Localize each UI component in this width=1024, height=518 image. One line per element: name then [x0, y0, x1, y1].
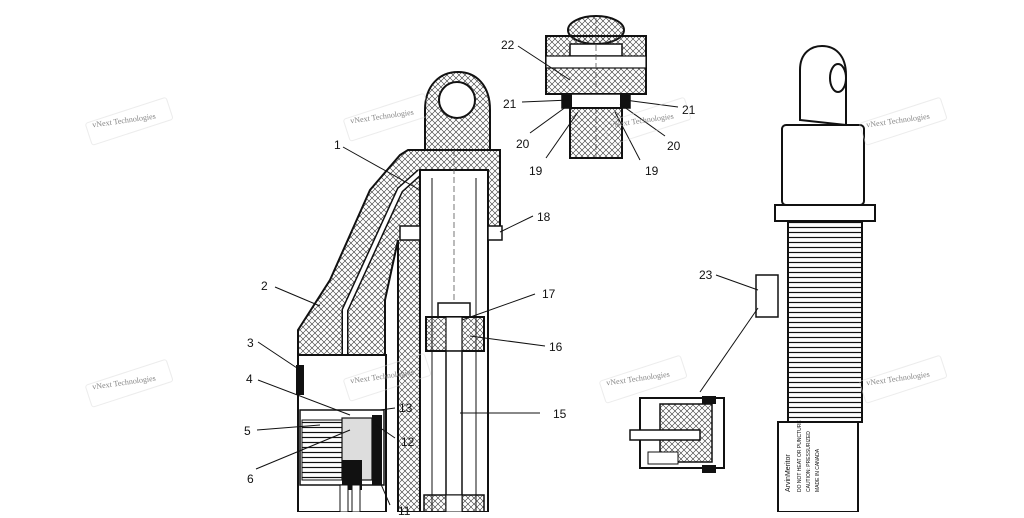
- callout-22: 22: [501, 38, 515, 52]
- callout-3: 3: [247, 336, 254, 350]
- callout-21-left: 21: [503, 97, 517, 111]
- callout-21-right: 21: [682, 103, 696, 117]
- label-text-caution: CAUTION: PRESSURIZED: [806, 431, 812, 492]
- callout-23: 23: [699, 268, 713, 282]
- label-text-brand: ArvinMeritor: [785, 454, 792, 492]
- label-text-made-in: MADE IN CANADA: [815, 448, 821, 492]
- callout-20-right: 20: [667, 139, 681, 153]
- callout-16: 16: [549, 340, 563, 354]
- callout-19-right: 19: [645, 164, 659, 178]
- callout-2: 2: [261, 279, 268, 293]
- main-shock-section: [296, 70, 503, 513]
- callout-19-left: 19: [529, 164, 543, 178]
- callout-15: 15: [553, 407, 567, 421]
- callout-11: 11: [398, 504, 411, 518]
- callout-5: 5: [244, 424, 251, 438]
- callout-13: 13: [399, 401, 413, 415]
- callout-20-left: 20: [516, 137, 530, 151]
- callout-18: 18: [537, 210, 551, 224]
- callout-1: 1: [334, 138, 341, 152]
- valve-detail: [629, 396, 725, 473]
- callout-6: 6: [247, 472, 254, 486]
- external-shock-view: ArvinMeritor DO NOT HEAT OR PUNCTURE CAU…: [755, 44, 876, 513]
- callout-12: 12: [401, 435, 415, 449]
- eye-bushing-detail: [545, 15, 647, 160]
- callout-4: 4: [246, 372, 253, 386]
- callout-17: 17: [542, 287, 556, 301]
- label-text-warn: DO NOT HEAT OR PUNCTURE: [797, 420, 803, 492]
